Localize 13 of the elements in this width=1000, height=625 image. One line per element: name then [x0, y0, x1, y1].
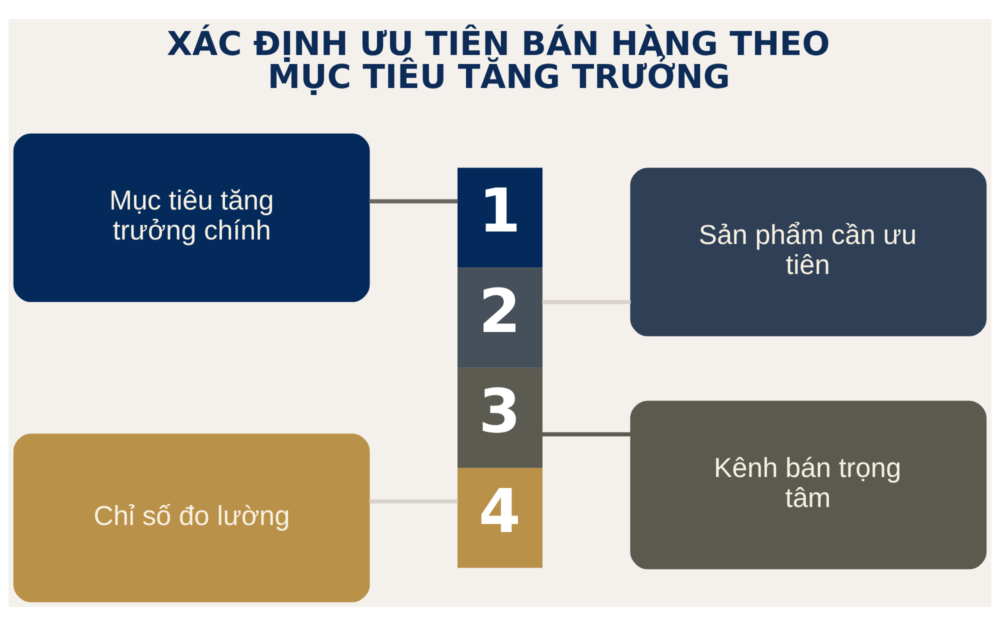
node-box: Kênh bán trọng tâm [630, 400, 987, 569]
connector [369, 498, 458, 504]
node-box: Mục tiêu tăng trưởng chính [13, 132, 370, 302]
connector [542, 432, 631, 436]
node-box: 4 [458, 467, 542, 568]
connector [369, 198, 458, 203]
node-box: Chỉ số đo lường [13, 433, 370, 602]
node-box: Sản phẩm cần ưu tiên [630, 167, 987, 336]
node-box: 2 [458, 267, 542, 368]
node-box: 1 [458, 167, 542, 268]
diagram-title: XÁC ĐỊNH ƯU TIÊN BÁN HÀNG THEO MỤC TIÊU TĂNG TRƯỞNG [166, 23, 830, 96]
node-box: 3 [458, 367, 542, 468]
connector [542, 299, 631, 304]
